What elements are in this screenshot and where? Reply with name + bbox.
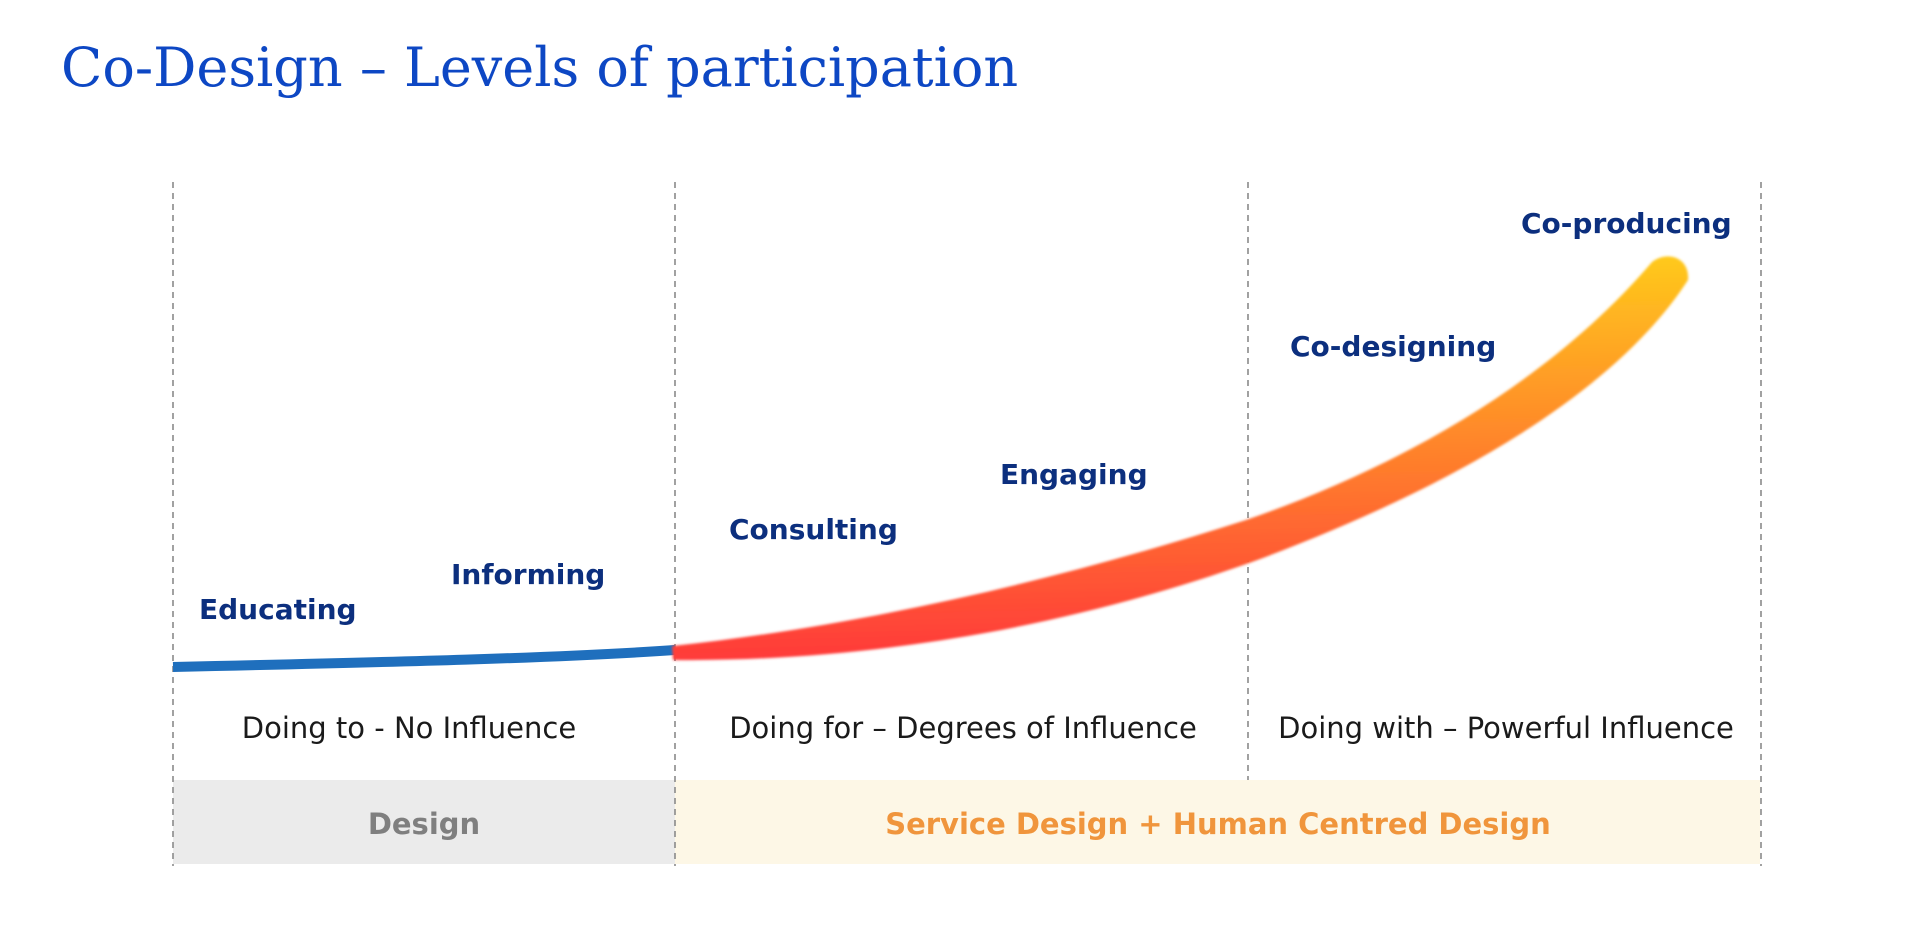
stage-label-co-producing: Co-producing — [1521, 207, 1732, 240]
stage-label-consulting: Consulting — [729, 513, 898, 546]
stage-label-engaging: Engaging — [1000, 458, 1148, 491]
low-participation-curve — [172, 645, 676, 672]
band-label-service-design: Service Design + Human Centred Design — [885, 807, 1551, 841]
design-band — [173, 780, 675, 864]
page-title: Co-Design – Levels of participation — [61, 36, 1019, 99]
band-label-design: Design — [368, 807, 480, 841]
service-design-band — [675, 780, 1760, 864]
zone-label-doing-to: Doing to - No Influence — [242, 711, 576, 745]
zone-label-doing-with: Doing with – Powerful Influence — [1278, 711, 1734, 745]
stage-label-co-designing: Co-designing — [1290, 330, 1496, 363]
stage-label-educating: Educating — [199, 593, 357, 626]
zone-label-doing-for: Doing for – Degrees of Influence — [729, 711, 1197, 745]
stage-label-informing: Informing — [451, 558, 605, 591]
high-participation-curve — [672, 256, 1689, 661]
